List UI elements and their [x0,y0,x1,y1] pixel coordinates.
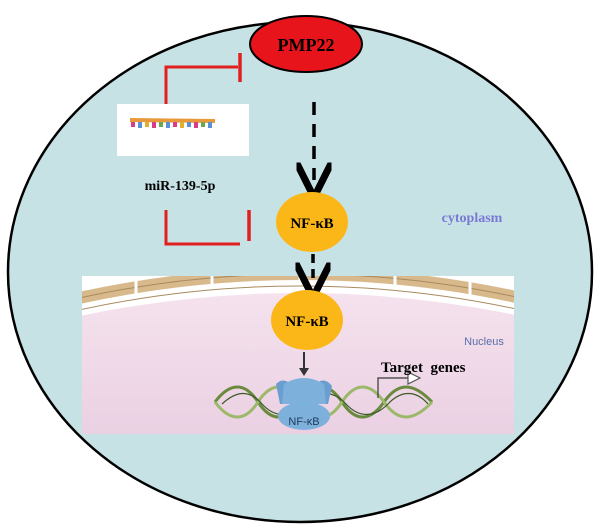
pmp22-node: PMP22 [249,15,363,73]
transcription-arrow-icon [377,371,422,398]
inhibit-mirna-nfkb [164,210,240,246]
nfkb-dna-label: NF-κB [288,416,319,428]
nfkb-nucleus-label: NF-κB [285,314,328,330]
inhibit-mirna-pmp22 [164,65,238,104]
nfkb-cytoplasm-label: NF-κB [290,216,333,232]
mirna-strand-icon [131,122,212,128]
cell-membrane [6,20,594,524]
target-genes-label: Target genes [381,360,466,376]
mirna-image [117,104,249,156]
pmp22-label: PMP22 [278,35,335,55]
nfkb-cytoplasm-node: NF-κB [276,192,348,252]
nucleus-label: Nucleus [464,336,504,348]
nfkb-dna-complex: NF-κB [276,378,332,430]
nfkb-nucleus-node: NF-κB [271,290,343,350]
cytoplasm-label: cytoplasm [442,211,503,226]
mirna-label: miR-139-5p [145,179,216,194]
